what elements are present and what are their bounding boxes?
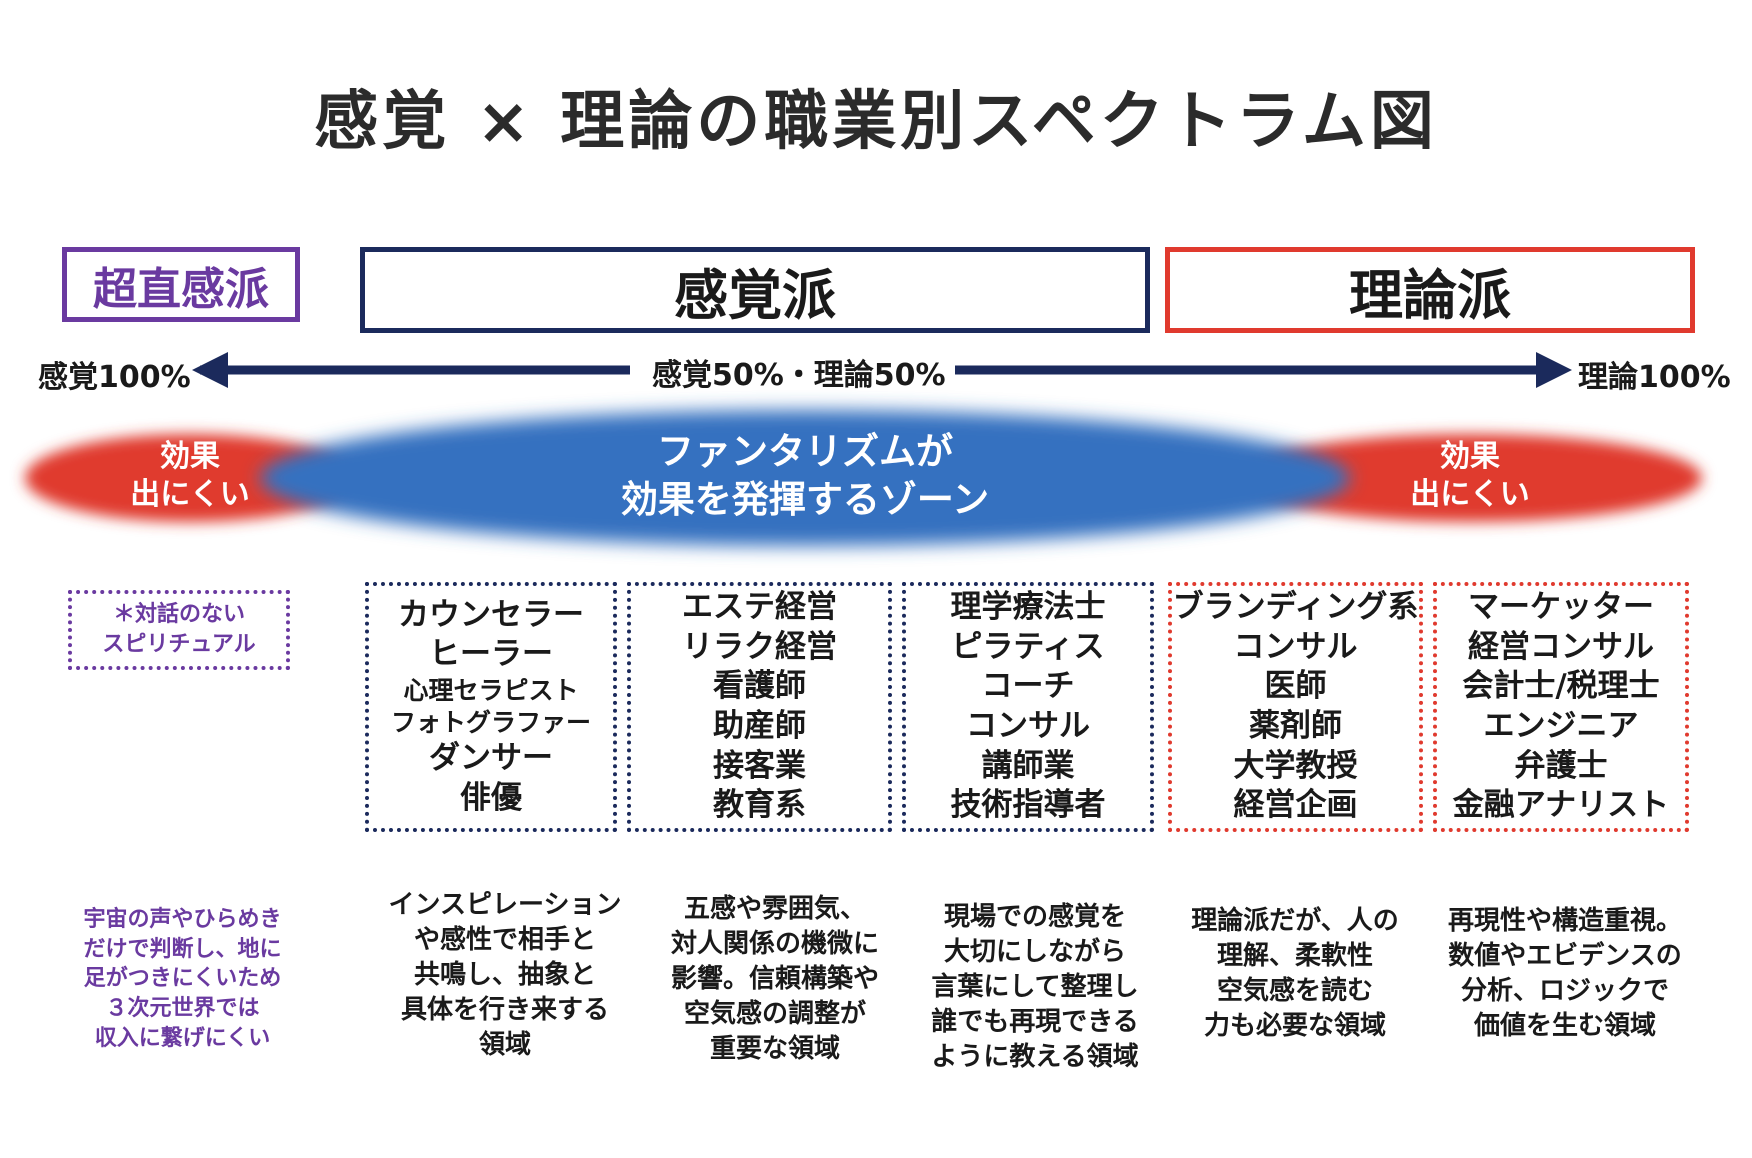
- axis-right-arrowhead: [1536, 352, 1572, 388]
- category-intuitive-label: 感覚派: [674, 263, 836, 327]
- job-item: ダンサー: [429, 740, 553, 776]
- job-item: 経営企画: [1233, 787, 1358, 824]
- job-item: エンジニア: [1483, 708, 1639, 744]
- desc-line: 影響。信頼構築や: [670, 964, 879, 995]
- job-item: リラク経営: [682, 628, 837, 665]
- desc-line: 五感や雰囲気、: [683, 894, 866, 924]
- desc-line: 空気感の調整が: [683, 999, 866, 1030]
- desc-line: 理論派だが、人の: [1191, 906, 1399, 936]
- job-item: エステ経営: [682, 588, 837, 625]
- job-item: カウンセラー: [398, 596, 584, 633]
- page-title: 感覚 × 理論の職業別スペクトラム図: [314, 85, 1438, 159]
- job-item: 金融アナリスト: [1452, 787, 1670, 824]
- job-item: 技術指導者: [950, 787, 1106, 824]
- desc-group-5: 再現性や構造重視。 数値やエビデンスの 分析、ロジックで 価値を生む領域: [1425, 904, 1705, 1044]
- job-item: 助産師: [713, 708, 806, 744]
- axis-center-label: 感覚50%・理論50%: [652, 358, 946, 393]
- job-item: コーチ: [981, 668, 1075, 705]
- center-zone-line1: ファンタリズムが: [657, 430, 953, 473]
- category-ultra-intuitive: 超直感派: [62, 247, 300, 322]
- job-item: 接客業: [713, 747, 806, 784]
- right-zone-text: 効果 出にくい: [1370, 438, 1570, 513]
- desc-line: 価値を生む領域: [1473, 1011, 1656, 1042]
- desc-group-1: インスピレーション や感性で相手と 共鳴し、抽象と 具体を行き来する 領域: [360, 888, 650, 1063]
- desc-line: 対人関係の機微に: [670, 929, 879, 960]
- spiritual-note-box: ＊対話のない スピリチュアル: [68, 590, 290, 670]
- center-blue-zone: [260, 410, 1350, 546]
- job-item: 教育系: [713, 787, 806, 824]
- center-zone-text: ファンタリズムが 効果を発揮するゾーン: [555, 428, 1055, 524]
- job-item: 弁護士: [1514, 747, 1608, 784]
- job-item: 経営コンサル: [1468, 628, 1654, 665]
- right-zone-line1: 効果: [1440, 439, 1500, 474]
- job-item: 理学療法士: [950, 588, 1106, 625]
- desc-line: 誰でも再現できる: [931, 1007, 1139, 1038]
- desc-line: 足がつきにくいため: [83, 966, 282, 992]
- desc-line: 現場での感覚を: [943, 902, 1126, 932]
- job-item: 薬剤師: [1249, 708, 1342, 744]
- right-red-zone: [1238, 434, 1702, 522]
- axis-left-label: 感覚100%: [38, 360, 191, 395]
- desc-line: 大切にしながら: [943, 937, 1126, 968]
- job-group-5: マーケッター 経営コンサル 会計士/税理士 エンジニア 弁護士 金融アナリスト: [1433, 582, 1689, 832]
- job-item: コンサル: [966, 708, 1090, 744]
- job-item: 大学教授: [1233, 747, 1358, 784]
- desc-line: 理解、柔軟性: [1216, 941, 1373, 972]
- job-item: コンサル: [1233, 628, 1358, 665]
- desc-group-2: 五感や雰囲気、 対人関係の機微に 影響。信頼構築や 空気感の調整が 重要な領域: [640, 892, 910, 1067]
- desc-spiritual: 宇宙の声やひらめき だけで判断し、地に 足がつきにくいため ３次元世界では 収入…: [40, 905, 325, 1053]
- desc-line: 重要な領域: [709, 1034, 840, 1065]
- desc-line: 共鳴し、抽象と: [413, 960, 596, 991]
- job-item: 看護師: [713, 668, 806, 705]
- spectrum-axis: [192, 352, 1572, 388]
- job-item: マーケッター: [1468, 588, 1654, 625]
- desc-line: や感性で相手と: [413, 925, 596, 956]
- desc-line: 空気感を読む: [1216, 976, 1373, 1007]
- center-zone-line2: 効果を発揮するゾーン: [620, 478, 990, 522]
- desc-line: だけで判断し、地に: [83, 936, 282, 962]
- desc-line: ３次元世界では: [105, 996, 260, 1022]
- category-intuitive: 感覚派: [360, 247, 1150, 333]
- job-item: ブランディング系: [1172, 588, 1419, 625]
- job-group-3: 理学療法士 ピラティス コーチ コンサル 講師業 技術指導者: [902, 582, 1154, 832]
- spiritual-note-line1: ＊対話のない: [112, 602, 245, 628]
- category-logical: 理論派: [1165, 247, 1695, 333]
- desc-line: 言葉にして整理し: [931, 972, 1139, 1003]
- desc-line: ように教える領域: [931, 1042, 1139, 1073]
- zone-ellipses: [25, 410, 1702, 546]
- axis-left-arrowhead: [192, 352, 228, 388]
- job-item: 会計士/税理士: [1462, 668, 1660, 705]
- desc-line: 再現性や構造重視。: [1447, 906, 1682, 936]
- axis-right-label: 理論100%: [1578, 360, 1731, 395]
- job-item: 俳優: [460, 779, 522, 816]
- left-zone-line1: 効果: [160, 439, 220, 474]
- job-group-1: カウンセラー ヒーラー 心理セラピスト フォトグラファー ダンサー 俳優: [365, 582, 617, 832]
- desc-group-3: 現場での感覚を 大切にしながら 言葉にして整理し 誰でも再現できる ように教える…: [900, 900, 1170, 1075]
- job-group-2: エステ経営 リラク経営 看護師 助産師 接客業 教育系: [627, 582, 892, 832]
- job-item: 医師: [1264, 668, 1327, 705]
- job-group-4: ブランディング系 コンサル 医師 薬剤師 大学教授 経営企画: [1168, 582, 1423, 832]
- desc-line: 具体を行き来する: [400, 995, 609, 1026]
- job-item: 心理セラピスト: [403, 676, 579, 705]
- category-logical-label: 理論派: [1349, 263, 1511, 327]
- spiritual-note-line2: スピリチュアル: [102, 632, 256, 657]
- desc-line: 領域: [478, 1030, 531, 1061]
- desc-line: 分析、ロジックで: [1460, 976, 1669, 1007]
- desc-line: インスピレーション: [388, 890, 622, 920]
- job-item: 講師業: [981, 747, 1075, 784]
- right-zone-line2: 出にくい: [1410, 476, 1530, 512]
- job-item: フォトグラファー: [390, 708, 591, 737]
- left-zone-text: 効果 出にくい: [90, 438, 290, 513]
- job-item: ピラティス: [951, 628, 1105, 665]
- desc-line: 宇宙の声やひらめき: [83, 907, 282, 932]
- desc-group-4: 理論派だが、人の 理解、柔軟性 空気感を読む 力も必要な領域: [1165, 904, 1425, 1044]
- left-red-zone: [25, 434, 355, 522]
- category-ultra-label: 超直感派: [93, 263, 269, 315]
- job-item: ヒーラー: [429, 636, 553, 673]
- desc-line: 収入に繋げにくい: [94, 1025, 271, 1051]
- left-zone-line2: 出にくい: [130, 476, 250, 512]
- desc-line: 数値やエビデンスの: [1448, 941, 1682, 972]
- desc-line: 力も必要な領域: [1203, 1011, 1386, 1042]
